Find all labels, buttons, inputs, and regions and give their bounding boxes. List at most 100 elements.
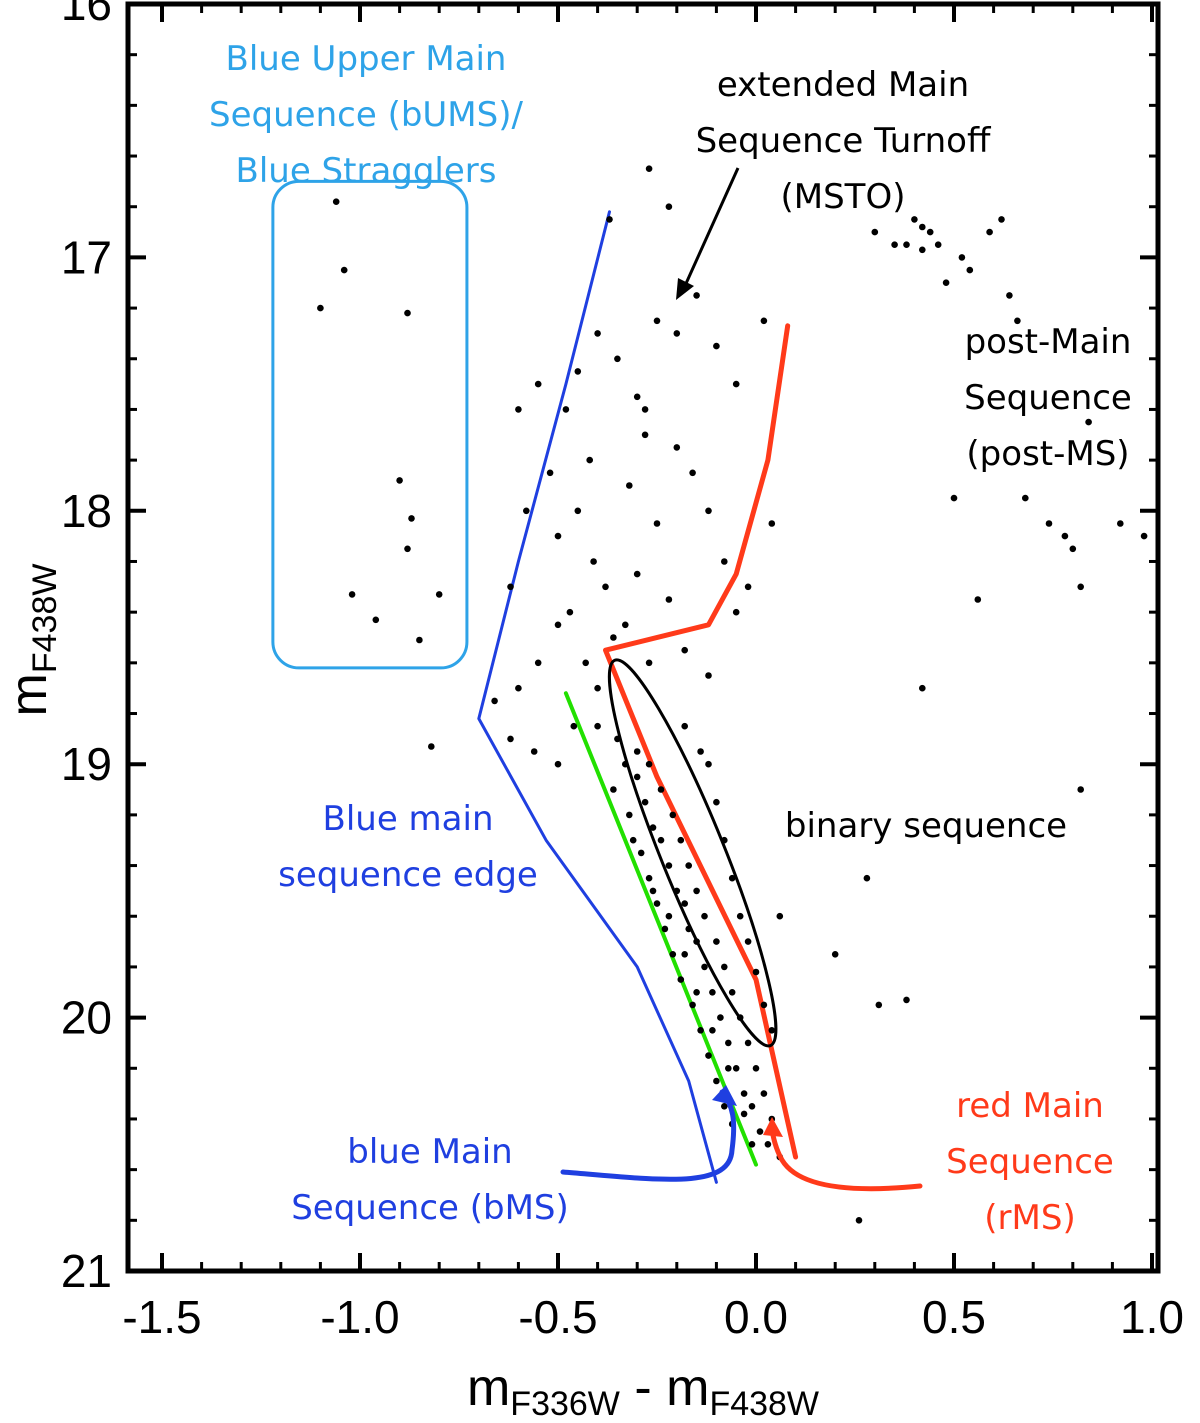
post-ms-point — [1077, 583, 1084, 591]
msto-arrow-line — [682, 167, 740, 289]
blue-edge-curve — [477, 210, 718, 1184]
x-axis-label: mF336W - mF438W — [467, 1359, 819, 1423]
upper-ms-point — [594, 330, 601, 337]
main-sequence-point — [693, 938, 700, 945]
post-ms-point — [919, 684, 926, 692]
y-tick-label: 20 — [61, 992, 112, 1044]
main-sequence-point — [725, 1065, 732, 1072]
main-sequence-point — [740, 1090, 748, 1097]
main-sequence-point — [645, 874, 653, 882]
annotation-line: Sequence — [946, 1142, 1114, 1182]
main-sequence-point — [681, 951, 688, 958]
upper-ms-point — [594, 684, 601, 692]
bms-fiducial-line — [563, 691, 758, 1167]
main-sequence-point — [689, 1001, 696, 1009]
annotation-line: red Main — [956, 1086, 1104, 1126]
annotation-line: Blue main — [323, 799, 494, 839]
post-ms-point — [919, 223, 926, 231]
upper-ms-point — [554, 760, 562, 768]
x-tick-label: 0.0 — [724, 1291, 788, 1343]
upper-ms-point — [760, 317, 768, 325]
x-label-m2: m — [666, 1359, 709, 1417]
upper-ms-point — [554, 532, 562, 540]
post-ms-point — [863, 874, 871, 882]
y-tick-label: 16 — [61, 0, 112, 30]
y-tick-label: 17 — [61, 231, 112, 283]
upper-ms-point — [681, 646, 688, 654]
upper-ms-point — [665, 596, 673, 603]
upper-ms-point — [515, 406, 522, 413]
post-ms-point — [926, 228, 934, 236]
blue-straggler-point — [416, 636, 423, 644]
main-sequence-point — [594, 722, 601, 730]
main-sequence-point — [685, 862, 692, 869]
post-ms-point — [831, 951, 839, 958]
main-sequence-point — [614, 735, 621, 743]
main-sequence-point — [665, 912, 673, 920]
post-ms-point — [1085, 418, 1092, 426]
post-ms-point — [942, 279, 950, 287]
post-ms-point — [958, 254, 966, 261]
annotation-line: blue Main — [347, 1132, 512, 1172]
rms-fiducial-line — [603, 323, 799, 1160]
post-ms-point — [950, 494, 958, 502]
upper-ms-point — [673, 330, 681, 337]
upper-ms-point — [562, 406, 570, 413]
blue-straggler-point — [396, 477, 403, 484]
post-ms-point — [919, 246, 926, 254]
annotation-line: (rMS) — [984, 1198, 1075, 1238]
main-sequence-point — [713, 1077, 720, 1085]
main-sequence-point — [649, 887, 657, 895]
main-sequence-point — [677, 836, 685, 844]
upper-ms-point — [534, 659, 542, 667]
annotation-line: (post-MS) — [966, 434, 1129, 474]
main-sequence-point — [701, 912, 708, 920]
binary-point — [705, 760, 712, 768]
main-sequence-point — [653, 900, 661, 907]
blue-straggler-point — [348, 591, 356, 598]
main-sequence-point — [661, 925, 669, 933]
upper-ms-point — [744, 583, 752, 591]
annotation-line: binary sequence — [785, 806, 1067, 846]
post-ms-point — [875, 1001, 883, 1009]
x-tick-label: -0.5 — [518, 1291, 597, 1343]
upper-ms-point — [574, 507, 582, 515]
annotation-line: Sequence — [964, 378, 1132, 418]
main-sequence-point — [721, 1103, 728, 1110]
blue-straggler-point — [404, 309, 411, 317]
upper-ms-point — [622, 621, 629, 629]
upper-ms-point — [602, 583, 609, 591]
binary-point — [768, 1027, 776, 1034]
main-sequence-point — [637, 849, 645, 857]
main-sequence-point — [760, 1090, 768, 1097]
y-label-sub: F438W — [26, 564, 64, 674]
upper-ms-point — [586, 456, 593, 464]
upper-ms-point — [507, 583, 514, 591]
post-ms-point — [1140, 532, 1148, 540]
main-sequence-point — [665, 862, 673, 869]
upper-ms-point — [721, 558, 728, 565]
rms-arrowhead — [763, 1117, 783, 1137]
main-sequence-point — [756, 1128, 764, 1135]
upper-ms-point — [713, 342, 720, 350]
binary-point — [776, 912, 784, 920]
main-sequence-point — [610, 786, 617, 793]
upper-ms-point — [633, 570, 641, 578]
upper-ms-point — [570, 722, 578, 730]
main-sequence-point — [633, 773, 641, 781]
x-label-sub2: F438W — [709, 1385, 819, 1423]
upper-ms-point — [428, 743, 435, 750]
upper-ms-point — [523, 507, 530, 515]
binary-point — [736, 912, 744, 920]
upper-ms-point — [705, 672, 712, 679]
upper-ms-point — [546, 469, 554, 477]
main-sequence-point — [629, 836, 637, 844]
post-ms-point — [903, 996, 910, 1004]
upper-ms-point — [530, 748, 538, 755]
post-ms-point — [974, 596, 982, 603]
annotation-line: (MSTO) — [781, 177, 906, 217]
post-ms-point — [986, 228, 993, 236]
upper-ms-point — [645, 659, 653, 667]
